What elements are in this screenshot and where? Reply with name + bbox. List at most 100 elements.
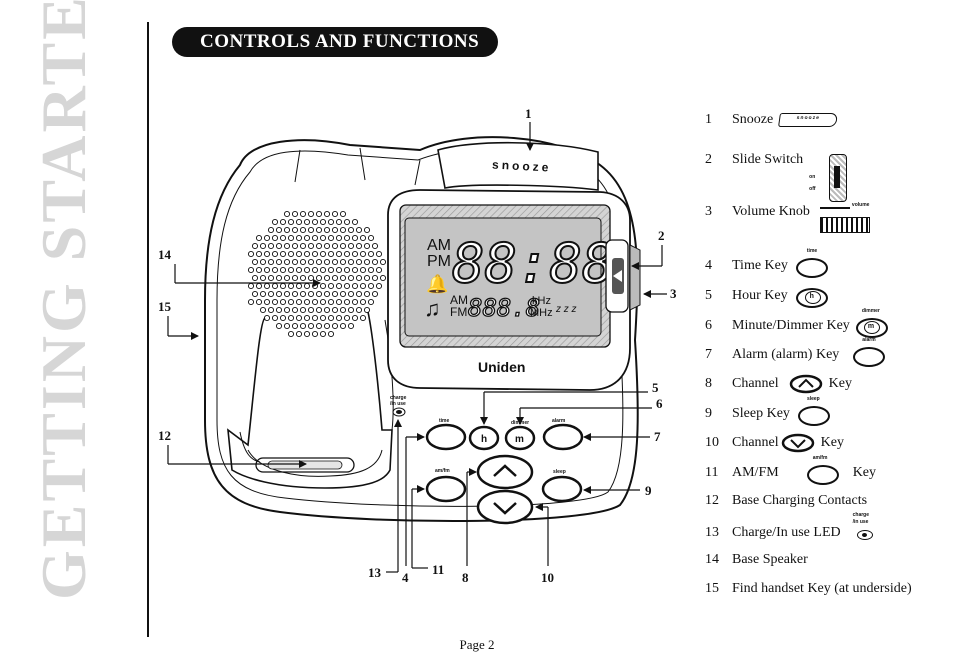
speaker-hole: [327, 218, 335, 226]
speaker-hole: [311, 250, 319, 258]
speaker-hole: [351, 266, 359, 274]
speaker-hole: [307, 210, 315, 218]
callout-4: 4: [402, 570, 409, 585]
speaker-hole: [343, 298, 351, 306]
speaker-hole: [347, 226, 355, 234]
speaker-hole: [275, 226, 283, 234]
speaker-hole: [343, 234, 351, 242]
speaker-hole: [339, 226, 347, 234]
speaker-hole: [283, 258, 291, 266]
speaker-hole: [331, 242, 339, 250]
speaker-hole: [363, 290, 371, 298]
speaker-hole: [299, 226, 307, 234]
speaker-hole: [319, 314, 327, 322]
speaker-hole: [267, 258, 275, 266]
speaker-hole: [291, 258, 299, 266]
speaker-hole: [295, 218, 303, 226]
speaker-hole: [315, 306, 323, 314]
speaker-hole: [319, 282, 327, 290]
handset-cradle: [227, 311, 393, 489]
speaker-hole: [255, 298, 263, 306]
speaker-hole: [319, 330, 327, 338]
speaker-hole: [279, 314, 287, 322]
speaker-hole: [323, 210, 331, 218]
speaker-hole: [303, 282, 311, 290]
speaker-hole: [311, 282, 319, 290]
speaker-hole: [339, 242, 347, 250]
speaker-hole: [371, 274, 379, 282]
callout-1: 1: [525, 106, 532, 121]
speaker-hole: [283, 242, 291, 250]
hour-key: [468, 425, 500, 451]
speaker-hole: [283, 274, 291, 282]
speaker-hole: [355, 226, 363, 234]
speaker-hole: [331, 322, 339, 330]
speaker-hole: [363, 258, 371, 266]
callout-2: 2: [658, 228, 665, 243]
speaker-hole: [271, 314, 279, 322]
snooze-key-icon: snooze: [778, 113, 839, 127]
speaker-hole: [279, 250, 287, 258]
speaker-hole: [299, 210, 307, 218]
speaker-hole: [335, 282, 343, 290]
speaker-hole: [367, 250, 375, 258]
speaker-hole: [327, 298, 335, 306]
speaker-hole: [255, 250, 263, 258]
speaker-hole: [287, 330, 295, 338]
speaker-hole: [379, 274, 387, 282]
speaker-hole: [375, 266, 383, 274]
speaker-hole: [271, 250, 279, 258]
speaker-hole: [259, 290, 267, 298]
callout-3: 3: [670, 286, 677, 301]
speaker-hole: [323, 226, 331, 234]
speaker-hole: [311, 314, 319, 322]
speaker-hole: [327, 282, 335, 290]
speaker-hole: [267, 290, 275, 298]
speaker-hole: [335, 234, 343, 242]
speaker-hole: [351, 282, 359, 290]
speaker-hole: [259, 274, 267, 282]
speaker-hole: [279, 266, 287, 274]
alarm-key-icon: alarm: [853, 337, 886, 367]
speaker-hole: [291, 306, 299, 314]
callout-6: 6: [656, 396, 663, 411]
speaker-hole: [355, 290, 363, 298]
speaker-hole: [307, 258, 315, 266]
speaker-hole: [359, 266, 367, 274]
speaker-hole: [291, 242, 299, 250]
speaker-hole: [355, 306, 363, 314]
lcd-am: AM: [427, 237, 451, 254]
speaker-hole: [307, 306, 315, 314]
speaker-hole: [315, 226, 323, 234]
section-side-title: GETTING STARTED: [28, 0, 99, 600]
speaker-hole: [311, 218, 319, 226]
speaker-hole: [311, 330, 319, 338]
lcd-band-fm: FM: [450, 305, 467, 319]
speaker-hole: [295, 282, 303, 290]
speaker-hole: [299, 258, 307, 266]
lcd-music-icon: ♫: [424, 296, 441, 321]
speaker-hole: [259, 242, 267, 250]
speaker-hole: [247, 298, 255, 306]
key-alarm-label: alarm: [552, 418, 566, 424]
speaker-hole: [319, 298, 327, 306]
speaker-hole: [311, 234, 319, 242]
speaker-hole: [323, 290, 331, 298]
key-amfm-label: am/fm: [435, 468, 450, 474]
speaker-hole: [323, 242, 331, 250]
speaker-hole: [311, 298, 319, 306]
speaker-hole: [371, 290, 379, 298]
speaker-hole: [343, 218, 351, 226]
speaker-hole: [359, 314, 367, 322]
speaker-hole: [327, 314, 335, 322]
speaker-hole: [295, 298, 303, 306]
speaker-hole: [355, 242, 363, 250]
speaker-hole: [271, 234, 279, 242]
hour-key-icon: h: [795, 286, 828, 308]
